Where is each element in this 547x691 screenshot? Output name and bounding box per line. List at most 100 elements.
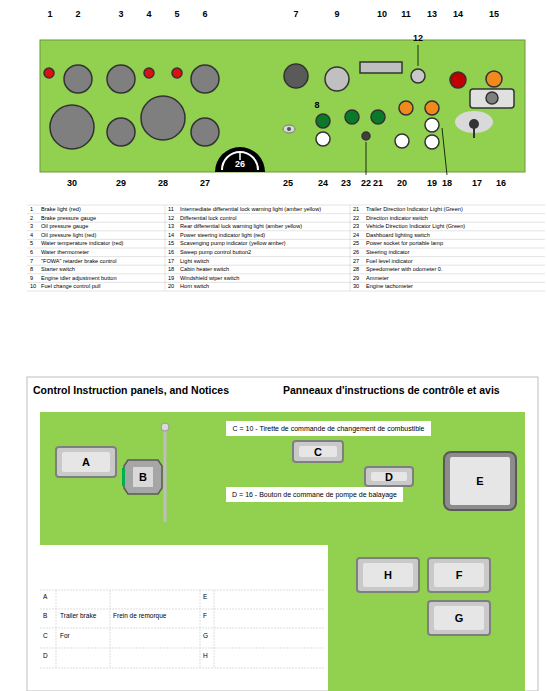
table-cell: Oil pressure gauge bbox=[41, 223, 88, 230]
table-cell: 5 bbox=[30, 240, 33, 247]
notice-box: D = 16 - Bouton de commane de pompe de b… bbox=[226, 487, 403, 502]
panel-box: A bbox=[55, 446, 117, 478]
table-cell: For bbox=[60, 632, 70, 639]
table-cell: H bbox=[203, 652, 208, 659]
table-cell: 13 bbox=[168, 223, 174, 230]
callout-number: 12 bbox=[413, 33, 423, 43]
table-cell: Light switch bbox=[180, 258, 209, 265]
callout-number: 10 bbox=[377, 9, 387, 19]
callout-number: 30 bbox=[67, 178, 77, 188]
node-text: C bbox=[314, 446, 322, 458]
callout-number: 9 bbox=[334, 9, 339, 19]
table-cell: Rear differential lock warning light (am… bbox=[180, 223, 302, 230]
callout-number: 23 bbox=[341, 178, 351, 188]
callout-number: 21 bbox=[373, 178, 383, 188]
table-cell: Engine idler adjustment button bbox=[41, 275, 117, 282]
table-cell: 29 bbox=[353, 275, 359, 282]
table-cell: D bbox=[43, 652, 48, 659]
callout-number: 16 bbox=[496, 178, 506, 188]
table-cell: Frein de remorque bbox=[113, 612, 166, 619]
table-cell: 25 bbox=[353, 240, 359, 247]
callout-number: 19 bbox=[427, 178, 437, 188]
table-cell: B bbox=[43, 612, 47, 619]
node-text: A bbox=[82, 456, 90, 468]
table-cell: 2 bbox=[30, 215, 33, 222]
table-cell: 18 bbox=[168, 266, 174, 273]
section-title: Control Instruction panels, and Notices bbox=[33, 384, 229, 396]
callout-number: 13 bbox=[427, 9, 437, 19]
table-cell: A bbox=[43, 593, 47, 600]
node-text: E bbox=[476, 475, 483, 487]
table-cell: 21 bbox=[353, 206, 359, 213]
callout-number: 6 bbox=[202, 9, 207, 19]
node-text: F bbox=[456, 569, 463, 581]
callout-number: 29 bbox=[116, 178, 126, 188]
callout-number: 7 bbox=[293, 9, 298, 19]
callout-number: 18 bbox=[442, 178, 452, 188]
table-cell: 22 bbox=[353, 215, 359, 222]
table-cell: Vehicle Direction Indicator Light (Green… bbox=[366, 223, 465, 230]
table-cell: 30 bbox=[353, 283, 359, 290]
table-cell: Sweep pump control button2 bbox=[180, 249, 251, 256]
table-cell: 24 bbox=[353, 232, 359, 239]
table-cell: "FOWA" retarder brake control bbox=[41, 258, 117, 265]
callout-number: 17 bbox=[472, 178, 482, 188]
table-cell: Direction indicator switch bbox=[366, 215, 428, 222]
table-cell: Scavenging pump indicator (yellow amber) bbox=[180, 240, 286, 247]
panel-box: F bbox=[427, 557, 491, 593]
callout-number: 28 bbox=[158, 178, 168, 188]
table-cell: Water temperature indicator (red) bbox=[41, 240, 124, 247]
table-cell: Fuel level indicator bbox=[366, 258, 413, 265]
table-cell: F bbox=[203, 612, 207, 619]
table-cell: C bbox=[43, 632, 48, 639]
callout-number: 20 bbox=[397, 178, 407, 188]
table-cell: Power steering indicator light (red) bbox=[180, 232, 265, 239]
table-cell: Windshield wiper switch bbox=[180, 275, 239, 282]
table-cell: G bbox=[203, 632, 208, 639]
table-cell: Ammeter bbox=[366, 275, 389, 282]
callout-number: 3 bbox=[118, 9, 123, 19]
callout-number: 8 bbox=[314, 100, 319, 110]
node-text: C = 10 - Tirette de commande de changeme… bbox=[232, 425, 424, 432]
callout-number: 4 bbox=[146, 9, 151, 19]
panel-box: G bbox=[427, 600, 491, 636]
node-text: D bbox=[385, 471, 393, 483]
section-title: Panneaux d'instructions de contrôle et a… bbox=[283, 384, 500, 396]
node-text: G bbox=[455, 612, 464, 624]
brake-valve-box: B bbox=[122, 458, 164, 496]
table-cell: 26 bbox=[353, 249, 359, 256]
table-cell: 4 bbox=[30, 232, 33, 239]
table-cell: 3 bbox=[30, 223, 33, 230]
callout-number: 22 bbox=[361, 178, 371, 188]
callout-number: 11 bbox=[401, 9, 411, 19]
node-text: B bbox=[139, 471, 147, 483]
table-cell: Horn switch bbox=[180, 283, 209, 290]
callout-number: 2 bbox=[75, 9, 80, 19]
table-cell: Oil pressure light (red) bbox=[41, 232, 96, 239]
panel-box: E bbox=[443, 451, 517, 511]
table-cell: Brake light (red) bbox=[41, 206, 81, 213]
table-cell: 16 bbox=[168, 249, 174, 256]
table-cell: Power socket for portable lamp bbox=[366, 240, 443, 247]
table-cell: 28 bbox=[353, 266, 359, 273]
table-cell: 10 bbox=[30, 283, 36, 290]
table-cell: Differential lock control bbox=[180, 215, 236, 222]
table-cell: Steering indicator bbox=[366, 249, 410, 256]
table-cell: E bbox=[203, 593, 207, 600]
table-cell: 27 bbox=[353, 258, 359, 265]
table-cell: Cabin heater switch bbox=[180, 266, 229, 273]
table-cell: 20 bbox=[168, 283, 174, 290]
panel-box: H bbox=[356, 557, 420, 593]
callout-number: 5 bbox=[174, 9, 179, 19]
table-cell: Intermediate differential lock warning l… bbox=[180, 206, 321, 213]
table-cell: 1 bbox=[30, 206, 33, 213]
table-cell: Water thermometer bbox=[41, 249, 89, 256]
table-cell: 6 bbox=[30, 249, 33, 256]
table-cell: 19 bbox=[168, 275, 174, 282]
node-text: D = 16 - Bouton de commane de pompe de b… bbox=[232, 491, 397, 498]
table-cell: 17 bbox=[168, 258, 174, 265]
callout-number: 26 bbox=[235, 159, 245, 169]
callout-number: 25 bbox=[283, 178, 293, 188]
table-cell: Fuel change control pull bbox=[41, 283, 100, 290]
callout-number: 27 bbox=[200, 178, 210, 188]
